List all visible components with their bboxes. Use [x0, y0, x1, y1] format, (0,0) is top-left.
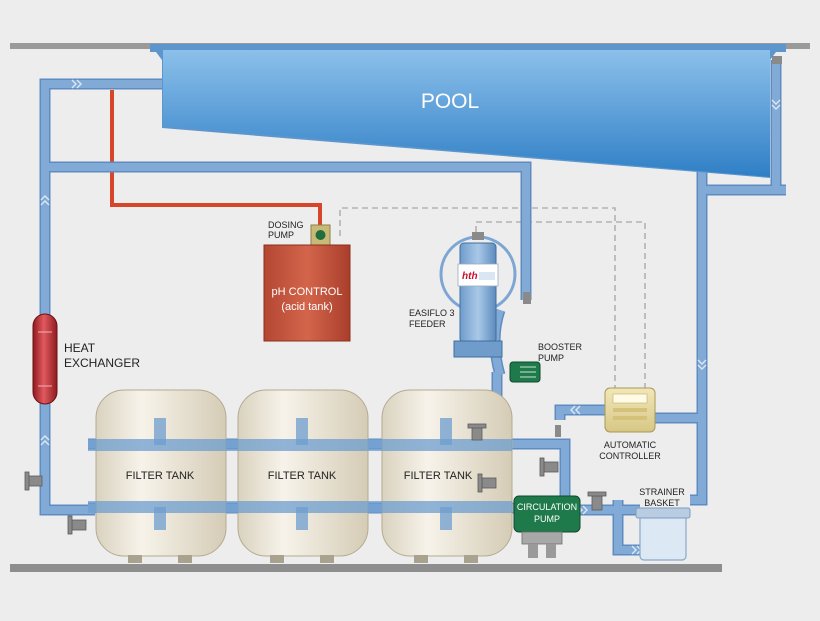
heat-exchanger-label-line2: EXCHANGER — [64, 356, 140, 370]
strainer-label-line2: BASKET — [644, 498, 680, 508]
filter-tank-3-label: FILTER TANK — [404, 470, 473, 482]
pool-outlet-fitting — [772, 56, 782, 64]
valve-left-vertical — [24, 471, 43, 491]
booster-pump: BOOSTER PUMP — [509, 342, 583, 383]
acid-dosing-line — [110, 90, 322, 225]
controller-label-line1: AUTOMATIC — [604, 440, 657, 450]
ph-control-label-line2: (acid tank) — [281, 301, 332, 313]
ph-control-acid-tank: pH CONTROL (acid tank) — [263, 244, 351, 342]
hth-brand-logo: hth — [462, 271, 478, 282]
filter-tank-2 — [237, 389, 369, 563]
feeder-valve — [523, 292, 531, 304]
feeder-label-line2: FEEDER — [409, 319, 446, 329]
dosing-pump-label-line1: DOSING — [268, 220, 304, 230]
filter-tank-1-label: FILTER TANK — [126, 470, 195, 482]
automatic-controller: AUTOMATIC CONTROLLER — [599, 387, 661, 461]
valve-left-bottom — [67, 515, 87, 535]
strainer-basket: STRAINER BASKET — [635, 487, 691, 561]
control-signal-lines — [339, 207, 646, 388]
valves — [24, 423, 607, 535]
heat-exchanger: HEAT EXCHANGER — [32, 313, 140, 405]
dosing-pump: DOSING PUMP — [268, 220, 331, 246]
strainer-label-line1: STRAINER — [639, 487, 685, 497]
pool-label: POOL — [421, 90, 479, 113]
dosing-pump-label-line2: PUMP — [268, 230, 294, 240]
ph-control-label-line1: pH CONTROL — [272, 286, 343, 298]
valve-tank3-right — [477, 473, 497, 493]
valve-tank3-top — [467, 423, 487, 441]
booster-pump-label-line2: PUMP — [538, 353, 564, 363]
filter-internal-pipes — [88, 418, 512, 530]
booster-pump-label-line1: BOOSTER — [538, 342, 583, 352]
circulation-pump-label-line1: CIRCULATION — [517, 502, 577, 512]
controller-fitting — [555, 425, 561, 437]
circulation-pump-label-line2: PUMP — [534, 514, 560, 524]
heat-exchanger-label-line1: HEAT — [64, 341, 96, 355]
valve-strainer-line — [587, 491, 607, 511]
filter-tank-2-label: FILTER TANK — [268, 470, 337, 482]
easiflo-feeder: hth EASIFLO 3 FEEDER — [409, 232, 517, 358]
filter-tanks — [95, 389, 513, 563]
controller-label-line2: CONTROLLER — [599, 451, 661, 461]
ground-rail — [10, 564, 722, 572]
valve-pump-side — [539, 457, 559, 477]
feeder-label-line1: EASIFLO 3 — [409, 308, 455, 318]
circulation-pump: CIRCULATION PUMP — [513, 495, 581, 558]
filter-tank-1 — [95, 389, 227, 563]
pool: POOL — [150, 44, 786, 178]
